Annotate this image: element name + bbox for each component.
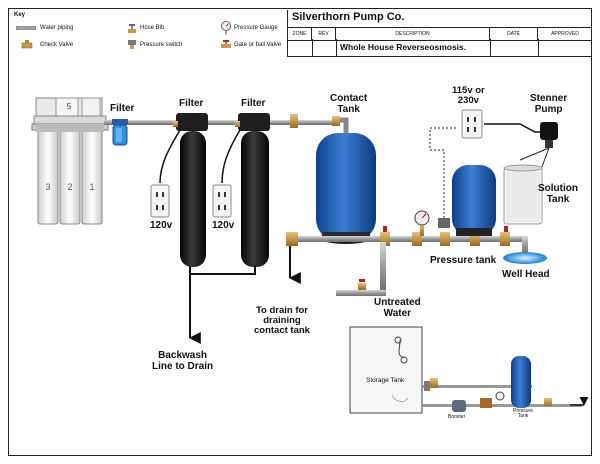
legend-gate-valve: Gate or ball Valve bbox=[234, 42, 282, 48]
check-valve-icon bbox=[21, 40, 33, 49]
booster-label: Booster bbox=[448, 414, 466, 420]
untreated-water-pipe bbox=[336, 290, 386, 296]
small-pressure-tank bbox=[511, 356, 531, 408]
legend-water-piping: Water piping bbox=[40, 25, 74, 31]
water-piping-icon bbox=[16, 26, 36, 30]
well-head bbox=[503, 236, 547, 264]
ro-stage-1: 1 bbox=[89, 182, 94, 192]
power-cord-1 bbox=[159, 129, 181, 184]
outlet-115-230v bbox=[461, 109, 483, 139]
contact-tank bbox=[290, 114, 376, 244]
pressure-gauge bbox=[414, 210, 430, 236]
column-zone: ZONE bbox=[288, 28, 312, 40]
column-date: DATE bbox=[490, 28, 538, 40]
pressure-tank bbox=[452, 165, 496, 236]
filter-2-label: Filter bbox=[241, 98, 266, 109]
legend-pressure-switch: Pressure switch bbox=[140, 42, 183, 48]
storage-tank-label: Storage Tank bbox=[366, 377, 405, 384]
sediment-filter bbox=[112, 119, 128, 146]
column-description: DESCRIPTION bbox=[336, 28, 490, 40]
control-wire bbox=[429, 127, 458, 218]
pressure-switch bbox=[438, 218, 450, 228]
column-approved: APPROVED bbox=[551, 31, 579, 37]
ro-stage-2: 2 bbox=[67, 182, 72, 192]
legend-hose-bib: Hose Bib bbox=[140, 25, 165, 31]
filter-tank-1 bbox=[173, 113, 208, 267]
pipe-filter-to-filter bbox=[208, 120, 242, 125]
company-name: Silverthorn Pump Co. bbox=[292, 11, 405, 23]
power-cord-2 bbox=[221, 129, 241, 184]
title-block: Silverthorn Pump Co. ZONE REV DESCRIPTIO… bbox=[287, 10, 592, 57]
drawing-description: Whole House Reverseosmosis. bbox=[340, 42, 467, 52]
pressure-gauge-icon bbox=[221, 21, 231, 35]
drawing-border bbox=[8, 8, 592, 456]
filter-1-label: Filter bbox=[179, 98, 204, 109]
reverse-osmosis-unit bbox=[31, 97, 109, 225]
voltage-120-label-2: 120v bbox=[212, 220, 235, 231]
pipe-filter-to-contact bbox=[270, 120, 336, 125]
ro-top-number: 5 bbox=[67, 102, 72, 111]
column-rev: REV bbox=[312, 28, 336, 40]
pressure-switch-icon bbox=[128, 40, 136, 49]
ro-stage-3: 3 bbox=[45, 182, 50, 192]
pressure-tank-label: Pressure tank bbox=[430, 255, 497, 266]
gate-valve-icon bbox=[221, 40, 231, 48]
outlet-120v-1 bbox=[150, 184, 170, 218]
main-supply-pipe bbox=[288, 236, 526, 242]
booster-pump bbox=[452, 400, 466, 412]
solution-tank bbox=[503, 164, 543, 225]
legend-check-valve: Check Valve bbox=[40, 42, 74, 48]
pipe-ro-to-filter bbox=[104, 120, 176, 125]
voltage-120-label-1: 120v bbox=[150, 220, 173, 231]
well-head-label: Well Head bbox=[502, 269, 550, 280]
legend-title: Key bbox=[14, 12, 26, 18]
hose-bib-icon bbox=[128, 24, 136, 33]
legend-pressure-gauge: Pressure Gauge bbox=[234, 25, 278, 31]
title-block-header-row: ZONE REV DESCRIPTION DATE APPROVED bbox=[288, 27, 592, 41]
ro-filter-label: Filter bbox=[110, 103, 135, 114]
filter-tank-2 bbox=[235, 113, 270, 267]
outlet-120v-2 bbox=[212, 184, 232, 218]
storage-tank bbox=[349, 326, 423, 414]
legend-key: Key Water piping Check Valve Hose Bib Pr… bbox=[10, 10, 284, 56]
